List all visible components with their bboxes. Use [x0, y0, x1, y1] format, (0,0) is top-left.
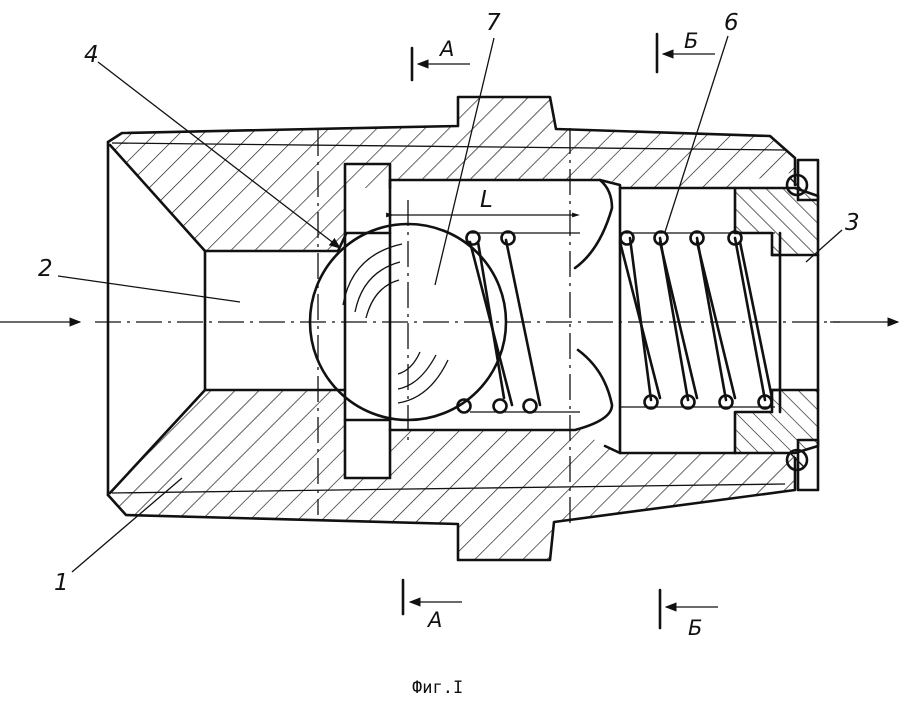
section-a-bottom-label: А [426, 608, 442, 632]
section-a-bottom: А [401, 578, 462, 632]
callout-1: 1 [54, 477, 183, 596]
large-spring [618, 230, 775, 410]
section-b-bottom: Б [658, 588, 718, 640]
callout-3: 3 [805, 210, 860, 263]
callout-4: 4 [84, 42, 341, 249]
figure-caption: Фиг.I [412, 678, 463, 698]
callout-6: 6 [664, 10, 739, 233]
section-b-top-label: Б [684, 29, 698, 53]
callout-7-label: 7 [486, 10, 501, 36]
callout-3-label: 3 [845, 210, 860, 236]
callout-4-label: 4 [84, 42, 99, 68]
dimension-l-label: L [480, 187, 493, 213]
callout-2-label: 2 [38, 256, 53, 282]
section-b-bottom-label: Б [688, 616, 702, 640]
callout-6-label: 6 [724, 10, 739, 36]
section-a-top: А [410, 37, 470, 82]
seat-plate [343, 162, 392, 480]
callout-2: 2 [38, 256, 241, 303]
end-bushing [733, 158, 820, 492]
section-b-top: Б [655, 29, 715, 74]
small-spring [456, 230, 580, 414]
section-a-top-label: А [438, 37, 454, 61]
callout-7: 7 [434, 10, 501, 286]
center-lines [95, 128, 840, 525]
housing-body [106, 95, 797, 562]
dimension-l: L [386, 187, 580, 218]
callout-1-label: 1 [54, 570, 69, 596]
